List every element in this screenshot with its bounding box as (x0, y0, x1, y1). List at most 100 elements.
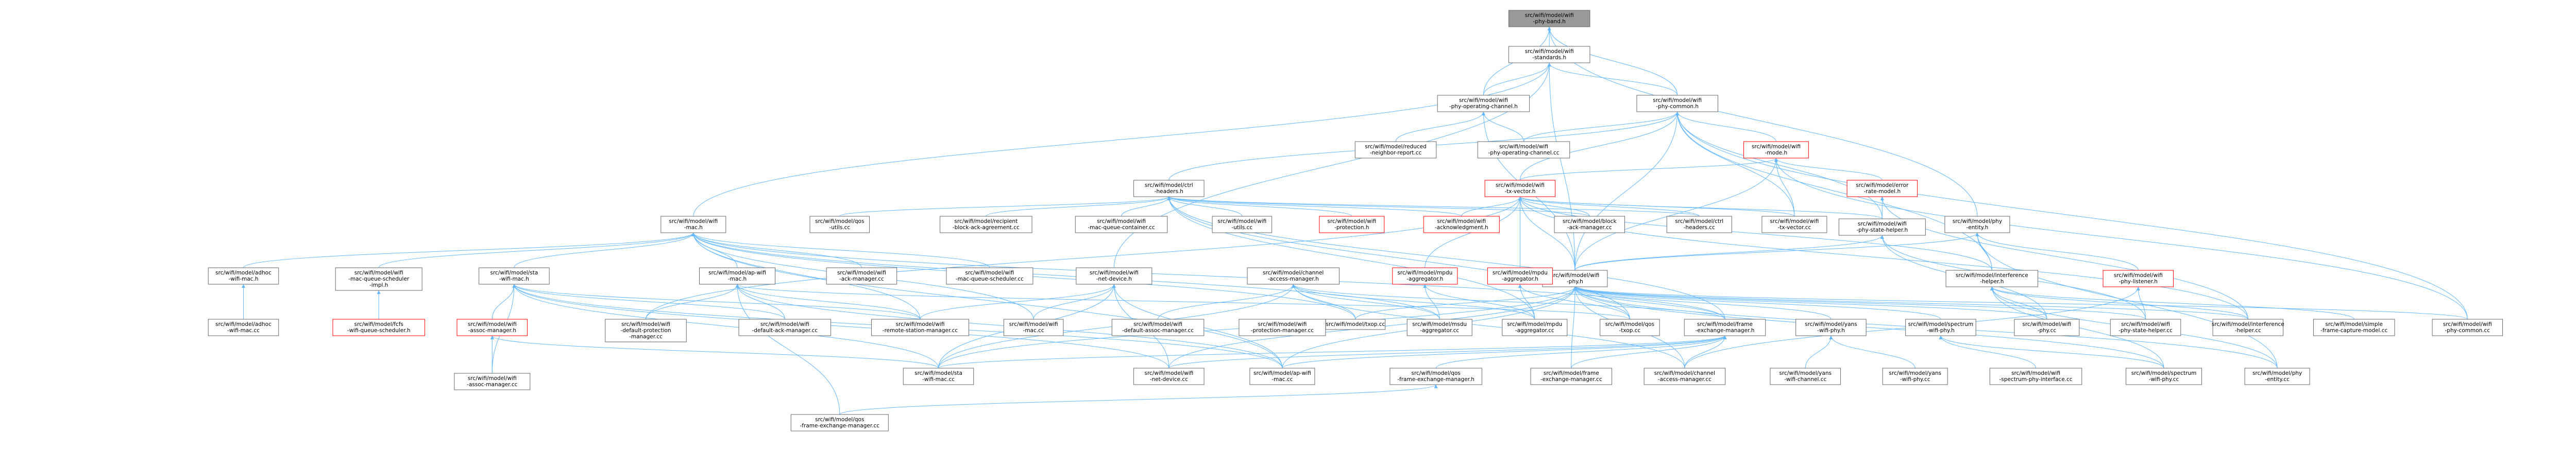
file-node-label: src/wifi/model/interference (2212, 321, 2284, 327)
include-edge (1573, 286, 1832, 320)
file-node-label: -tx-vector.cc (1777, 224, 1811, 231)
file-node[interactable]: src/wifi/model/ctrl-headers.cc (1666, 216, 1732, 233)
include-edge-path (735, 284, 1630, 320)
file-node[interactable]: src/wifi/model/wifi-assoc-manager.h (456, 319, 528, 336)
include-edge (986, 196, 1171, 217)
file-node[interactable]: src/wifi/model/wifi-utils.cc (1212, 216, 1273, 233)
file-node[interactable]: src/wifi/model/wifi-mac.cc (1003, 319, 1064, 336)
file-node-label: src/wifi/model/wifi (468, 375, 517, 382)
include-edge (1423, 284, 1535, 320)
file-node-box (946, 267, 1033, 285)
file-node[interactable]: src/wifi/model/ctrl-headers.h (1133, 180, 1205, 197)
file-node[interactable]: src/wifi/model/reduced-neighbor-report.c… (1354, 141, 1437, 159)
file-node[interactable]: src/wifi/model/phy-entity.cc (2244, 368, 2310, 385)
file-node[interactable]: src/wifi/model/mpdu-aggregator.cc (1502, 319, 1568, 336)
file-node[interactable]: src/wifi/model/mpdu-aggregator.h (1487, 267, 1553, 285)
include-edge (1574, 232, 1979, 271)
file-node[interactable]: src/wifi/model/wifi-default-assoc-manage… (1111, 319, 1205, 336)
file-node[interactable]: src/wifi/model/mpdu-aggregator.h (1392, 267, 1458, 285)
file-node[interactable]: src/wifi/model/wifi-phy-band.h (1508, 10, 1590, 27)
file-node[interactable]: src/wifi/model/wifi-mode.h (1743, 141, 1809, 159)
include-edge (1574, 235, 1884, 271)
file-node[interactable]: src/wifi/model/simple-frame-capture-mode… (2313, 319, 2395, 336)
file-node[interactable]: src/wifi/model/qos-utils.cc (809, 216, 870, 233)
file-node-label: -standards.h (1532, 55, 1566, 61)
file-node[interactable]: src/wifi/model/ap-wifi-mac.cc (1249, 368, 1315, 385)
file-node[interactable]: src/wifi/model/frame-exchange-manager.h (1684, 319, 1766, 336)
file-node[interactable]: src/wifi/model/wifi-phy.cc (2014, 319, 2080, 336)
file-node-box (1319, 216, 1385, 233)
file-node-label: -phy-listener.h (2119, 279, 2158, 285)
include-edge-path (1523, 111, 1680, 142)
file-node[interactable]: src/wifi/model/ap-wifi-mac.h (699, 267, 775, 285)
file-node[interactable]: src/wifi/model/error-rate-model.h (1846, 180, 1918, 197)
file-node[interactable]: src/wifi/model/qos-frame-exchange-manage… (1389, 368, 1482, 385)
include-edge-path (839, 384, 1438, 415)
file-node[interactable]: src/wifi/model/interference-helper.h (1945, 270, 2039, 287)
file-node[interactable]: src/wifi/model/wifi-spectrum-phy-interfa… (1989, 368, 2082, 385)
file-node[interactable]: src/wifi/model/msdu-aggregator.cc (1406, 319, 1472, 336)
file-node[interactable]: src/wifi/model/qos-frame-exchange-manage… (790, 414, 889, 431)
file-node[interactable]: src/wifi/model/wifi-phy-listener.h (2103, 270, 2174, 287)
file-node[interactable]: src/wifi/model/qos-txop.cc (1600, 319, 1660, 336)
include-edge (1573, 286, 2248, 320)
file-node-label: -frame-exchange-manager.h (1397, 376, 1475, 383)
file-node[interactable]: src/wifi/model/wifi-standards.h (1508, 46, 1590, 63)
file-node[interactable]: src/wifi/model/wifi-ack-manager.cc (826, 267, 897, 285)
file-node-label: src/wifi/model/ap-wifi (1253, 370, 1311, 376)
file-node-label: src/wifi/model/recipient (954, 218, 1018, 224)
file-node[interactable]: src/wifi/model/wifi-phy-operating-channe… (1437, 95, 1530, 112)
file-node[interactable]: src/wifi/model/wifi-net-device.cc (1133, 368, 1205, 385)
file-node[interactable]: src/wifi/model/wifi-mac-queue-container.… (1075, 216, 1168, 233)
file-node[interactable]: src/wifi/model/interference-helper.cc (2212, 319, 2284, 336)
file-node-label: -ack-manager.cc (1567, 224, 1612, 231)
file-node[interactable]: src/wifi/model/yans-wifi-channel.cc (1770, 368, 1841, 385)
file-node[interactable]: src/wifi/model/adhoc-wifi-mac.cc (208, 319, 279, 336)
file-node[interactable]: src/wifi/model/wifi-acknowledgment.h (1423, 216, 1500, 233)
file-node-label: -wifi-queue-scheduler.h (347, 327, 411, 334)
file-node[interactable]: src/wifi/model/sta-wifi-mac.cc (903, 368, 974, 385)
file-node[interactable]: src/wifi/model/channel-access-manager.cc (1643, 368, 1726, 385)
file-node[interactable]: src/wifi/model/wifi-tx-vector.cc (1761, 216, 1827, 233)
file-node[interactable]: src/wifi/model/adhoc-wifi-mac.h (208, 267, 279, 285)
file-node[interactable]: src/wifi/model/wifi-protection-manager.c… (1239, 319, 1326, 336)
include-edge (1675, 111, 1795, 217)
include-edge (1518, 196, 1590, 217)
file-node[interactable]: src/wifi/model/wifi-phy-common.cc (2432, 319, 2503, 336)
file-node[interactable]: src/wifi/model/wifi-default-protection-m… (605, 319, 687, 342)
file-node[interactable]: src/wifi/model/wifi-phy-common.h (1636, 95, 1718, 112)
include-edge-path (691, 232, 1283, 369)
file-node[interactable]: src/wifi/model/txop.cc (1325, 319, 1386, 330)
file-node[interactable]: src/wifi/model/sta-wifi-mac.h (479, 267, 550, 285)
file-node[interactable]: src/wifi/model/yans-wifi-phy.h (1795, 319, 1867, 336)
file-node[interactable]: src/wifi/model/wifi-remote-station-manag… (871, 319, 969, 336)
file-node[interactable]: src/wifi/model/wifi-mac-queue-scheduler-… (335, 267, 422, 291)
file-node-label: src/wifi/model/wifi (837, 270, 886, 276)
file-node[interactable]: src/wifi/model/wifi-phy-state-helper.h (1838, 218, 1926, 236)
file-node[interactable]: src/wifi/model/recipient-block-ack-agree… (940, 216, 1032, 233)
file-node[interactable]: src/wifi/model/phy-entity.h (1944, 216, 2010, 233)
file-node[interactable]: src/wifi/model/wifi-mac.h (660, 216, 726, 233)
file-node[interactable]: src/wifi/model/spectrum-wifi-phy.cc (2126, 368, 2202, 385)
include-edge-path (1167, 196, 1535, 320)
file-node-box (1406, 319, 1472, 336)
file-node[interactable]: src/wifi/model/wifi-tx-vector.h (1484, 180, 1556, 197)
file-node[interactable]: src/wifi/model/wifi-assoc-manager.cc (454, 373, 531, 390)
file-node[interactable]: src/wifi/model/wifi-net-device.h (1076, 267, 1153, 285)
file-node[interactable]: src/wifi/model/channel-access-manager.h (1247, 267, 1340, 285)
file-node[interactable]: src/wifi/model/wifi-phy-state-helper.cc (2110, 319, 2181, 336)
file-node[interactable]: src/wifi/model/block-ack-manager.cc (1554, 216, 1625, 233)
file-node[interactable]: src/wifi/model/wifi-default-ack-manager.… (738, 319, 832, 336)
include-edge-path (512, 284, 939, 369)
file-node[interactable]: src/wifi/model/spectrum-wifi-phy.h (1905, 319, 1976, 336)
file-node-label: src/wifi/model/wifi (760, 321, 809, 327)
file-node-box (1643, 368, 1726, 385)
file-node[interactable]: src/wifi/model/yans-wifi-phy.cc (1882, 368, 1948, 385)
file-node[interactable]: src/wifi/model/wifi-mac-queue-scheduler.… (946, 267, 1033, 285)
file-node[interactable]: src/wifi/model/wifi-protection.h (1319, 216, 1385, 233)
file-node[interactable]: src/wifi/model/fcfs-wifi-queue-scheduler… (332, 319, 425, 336)
file-node[interactable]: src/wifi/model/wifi-phy-operating-channe… (1477, 141, 1570, 159)
file-node-label: -helper.cc (2235, 327, 2261, 334)
file-node[interactable]: src/wifi/model/frame-exchange-manager.cc (1530, 368, 1613, 385)
file-node-label: src/wifi/model/spectrum (2131, 370, 2196, 376)
